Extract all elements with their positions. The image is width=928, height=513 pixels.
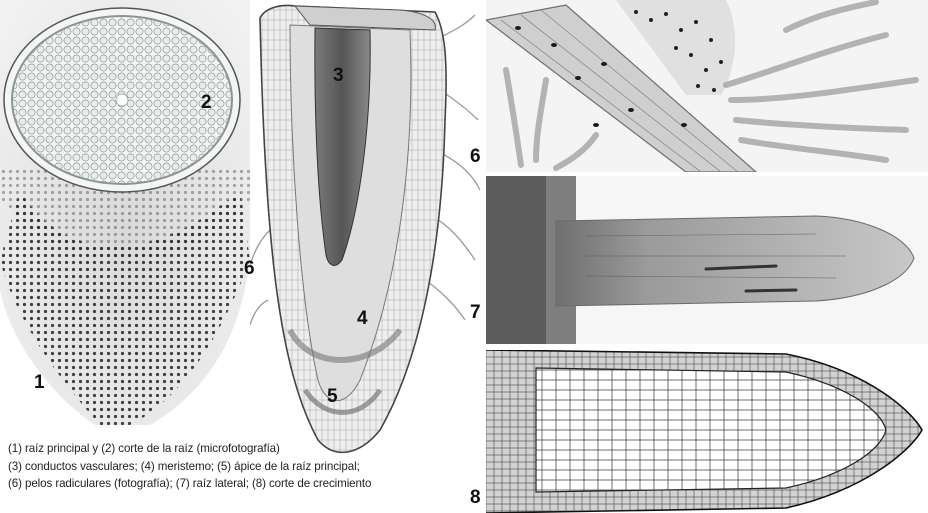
figure-caption: (1) raíz principal y (2) corte de la raí… xyxy=(8,440,478,493)
growth-section-drawing xyxy=(486,350,928,513)
label-lateral-root: 7 xyxy=(470,303,481,322)
caption-line-3: (6) pelos radiculares (fotografía); (7) … xyxy=(8,475,478,493)
caption-line-1: (1) raíz principal y (2) corte de la raí… xyxy=(8,440,478,458)
label-root-hairs-left: 6 xyxy=(244,259,255,278)
main-root-illustration xyxy=(0,0,250,425)
caption-line-2: (3) conductos vasculares; (4) meristemo;… xyxy=(8,458,478,476)
label-cross-section: 2 xyxy=(201,93,212,112)
label-main-root: 1 xyxy=(34,373,45,392)
lateral-root-photo xyxy=(486,176,928,344)
label-vascular-ducts: 3 xyxy=(333,66,344,85)
label-root-apex: 5 xyxy=(327,387,338,406)
label-meristem: 4 xyxy=(357,309,368,328)
root-apex-illustration xyxy=(250,0,482,470)
root-hairs-photo xyxy=(486,0,928,172)
label-root-hairs-right: 6 xyxy=(470,147,481,166)
